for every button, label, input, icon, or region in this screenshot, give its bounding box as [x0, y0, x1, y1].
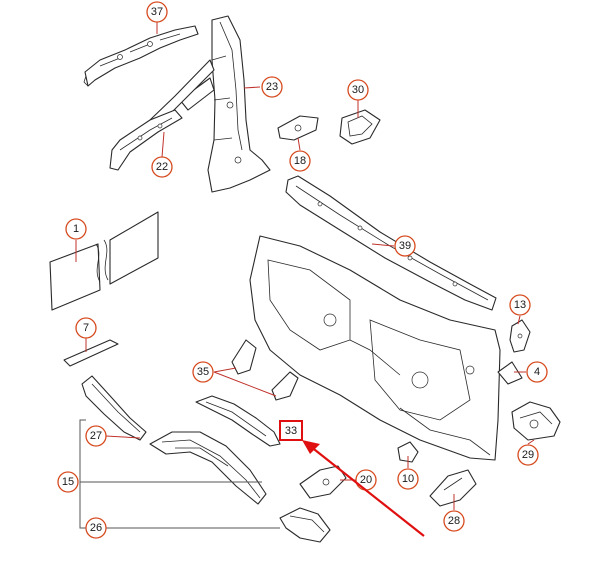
- highlight-arrow: [302, 440, 425, 537]
- part-7-strip[interactable]: [63, 339, 119, 367]
- callout-28[interactable]: 28: [443, 510, 465, 532]
- part-37-bracket[interactable]: [83, 25, 199, 87]
- part-1-insulation-panel[interactable]: [49, 211, 159, 311]
- part-28-bracket[interactable]: [429, 469, 477, 507]
- part-20-bracket[interactable]: [299, 465, 347, 499]
- part-35-brackets[interactable]: [231, 339, 299, 401]
- part-15-wheelhouse-assembly[interactable]: [149, 431, 267, 505]
- callout-1-label: 1: [73, 223, 79, 235]
- callout-29[interactable]: 29: [517, 444, 539, 466]
- callout-30[interactable]: 30: [347, 79, 369, 101]
- callout-33-highlighted[interactable]: 33: [279, 420, 303, 441]
- callout-27-label: 27: [90, 430, 102, 442]
- callout-39-label: 39: [399, 240, 411, 252]
- callout-28-label: 28: [448, 515, 460, 527]
- part-18-bracket[interactable]: [277, 115, 319, 141]
- part-13-clip[interactable]: [509, 319, 531, 353]
- callout-29-label: 29: [522, 449, 534, 461]
- callout-7-label: 7: [83, 322, 89, 334]
- callout-13-label: 13: [514, 299, 526, 311]
- callout-22-label: 22: [156, 161, 168, 173]
- callout-27[interactable]: 27: [85, 425, 107, 447]
- callout-15-label: 15: [62, 476, 74, 488]
- firewall-assembly[interactable]: [249, 235, 501, 461]
- callout-37-label: 37: [151, 6, 163, 18]
- callout-1[interactable]: 1: [65, 218, 87, 240]
- callout-13[interactable]: 13: [509, 294, 531, 316]
- callout-30-label: 30: [352, 84, 364, 96]
- callout-37[interactable]: 37: [146, 1, 168, 23]
- callout-15[interactable]: 15: [57, 471, 79, 493]
- callout-4[interactable]: 4: [526, 361, 548, 383]
- part-10-clip[interactable]: [397, 441, 419, 463]
- callout-20[interactable]: 20: [355, 469, 377, 491]
- callout-18-label: 18: [294, 155, 306, 167]
- callout-4-label: 4: [534, 366, 540, 378]
- callout-7[interactable]: 7: [75, 317, 97, 339]
- callout-22[interactable]: 22: [151, 156, 173, 178]
- callout-35[interactable]: 35: [192, 361, 214, 383]
- part-26-lower-member[interactable]: [279, 507, 331, 543]
- part-39-cowl-panel[interactable]: [285, 175, 497, 311]
- callout-18[interactable]: 18: [289, 150, 311, 172]
- callout-10-label: 10: [402, 473, 414, 485]
- callout-23[interactable]: 23: [261, 76, 283, 98]
- part-30-mount-bracket[interactable]: [339, 109, 381, 145]
- callout-35-label: 35: [197, 366, 209, 378]
- callout-39[interactable]: 39: [394, 235, 416, 257]
- part-33-wheelhouse-section[interactable]: [195, 395, 281, 447]
- part-23-a-pillar[interactable]: [149, 15, 271, 193]
- callout-10[interactable]: 10: [397, 468, 419, 490]
- part-4-bracket[interactable]: [497, 361, 523, 385]
- callout-23-label: 23: [266, 81, 278, 93]
- part-27-side-member[interactable]: [81, 375, 147, 441]
- leader-lines: [75, 22, 535, 529]
- part-29-bracket[interactable]: [511, 401, 561, 441]
- callout-26[interactable]: 26: [85, 517, 107, 539]
- callout-26-label: 26: [90, 522, 102, 534]
- callout-20-label: 20: [360, 474, 372, 486]
- callout-33-label: 33: [285, 425, 297, 437]
- part-22-reinforcement[interactable]: [109, 109, 183, 171]
